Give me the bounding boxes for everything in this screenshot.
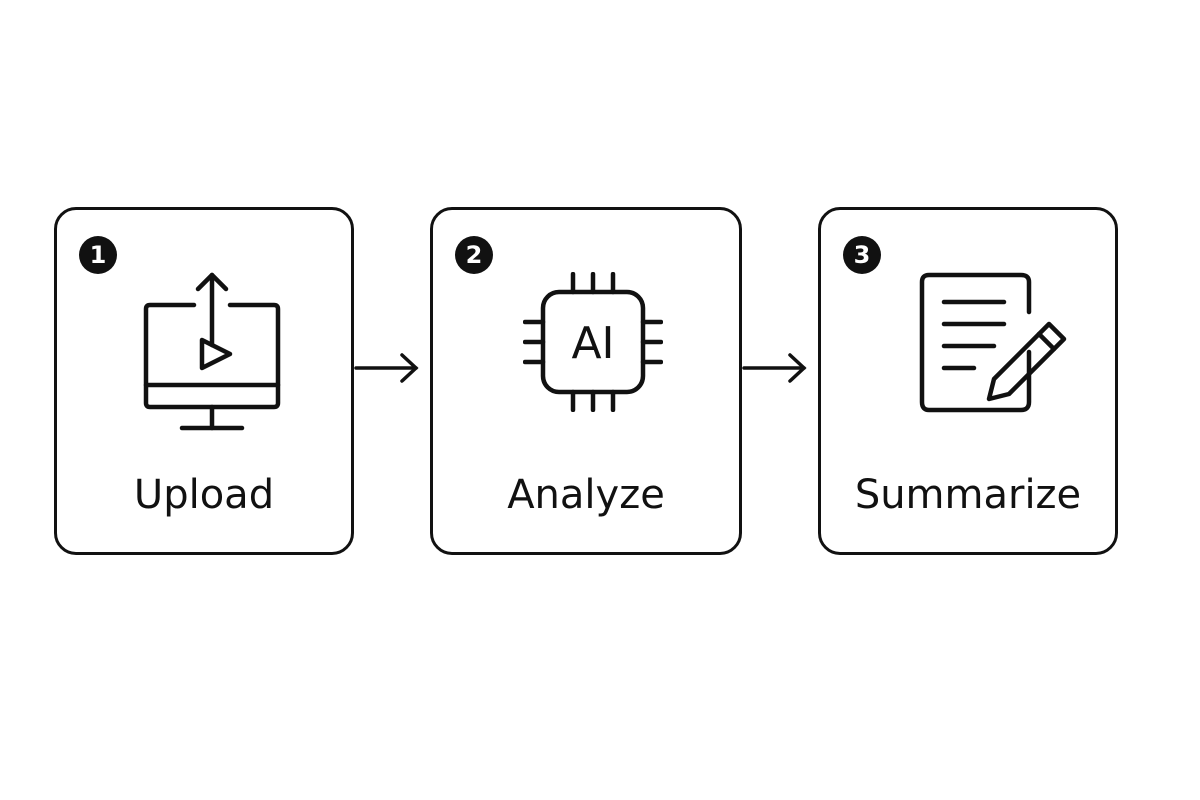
monitor-upload-play-icon bbox=[143, 272, 281, 431]
document-pencil-icon bbox=[919, 272, 1067, 413]
step-card-upload: 1 Upload bbox=[54, 207, 354, 555]
step-label: Upload bbox=[133, 472, 275, 518]
step-number-badge: 2 bbox=[455, 236, 493, 274]
step-label: Summarize bbox=[854, 472, 1082, 518]
step-number-badge: 1 bbox=[79, 236, 117, 274]
step-number-badge: 3 bbox=[843, 236, 881, 274]
step-card-analyze: 2 AI Analyze bbox=[430, 207, 742, 555]
arrow-right-icon bbox=[742, 353, 807, 383]
step-label: Analyze bbox=[507, 472, 665, 518]
arrow-right-icon bbox=[354, 353, 419, 383]
ai-chip-icon: AI bbox=[523, 272, 663, 412]
step-card-summarize: 3 Summarize bbox=[818, 207, 1118, 555]
chip-text: AI bbox=[571, 318, 614, 369]
